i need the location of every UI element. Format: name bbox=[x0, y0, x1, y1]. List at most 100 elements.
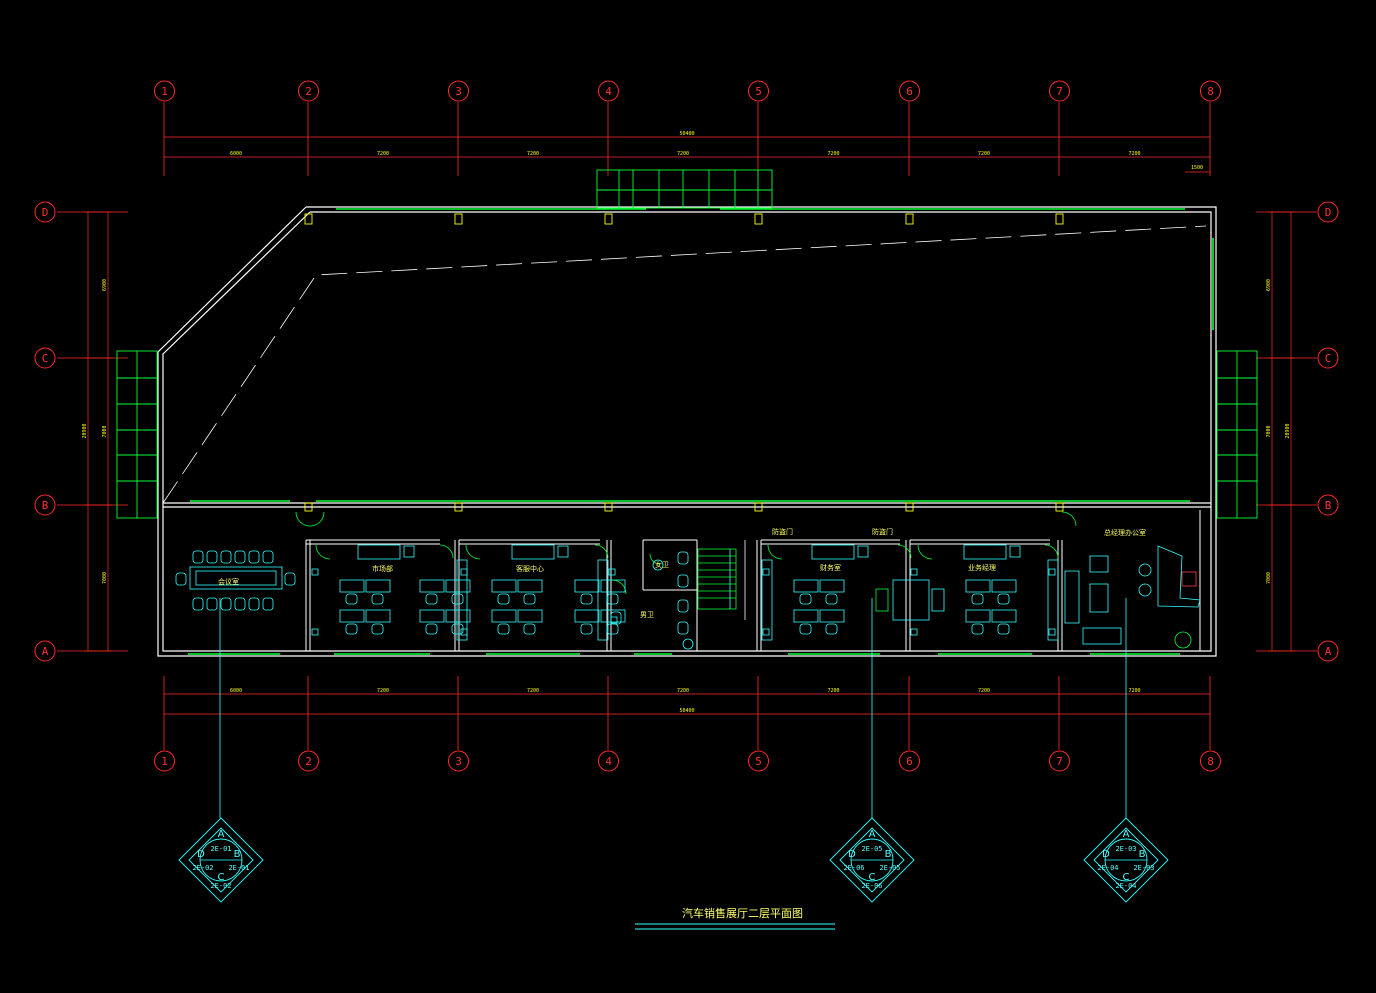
axis-label-col: 4 bbox=[605, 755, 612, 768]
sofa bbox=[811, 544, 855, 560]
sink bbox=[682, 638, 694, 650]
sofa bbox=[511, 544, 555, 560]
axis-bubble-col-5: 5 bbox=[748, 750, 769, 772]
desk bbox=[819, 579, 845, 593]
desk bbox=[600, 579, 626, 593]
room-label-marketing: 市场部 bbox=[372, 564, 393, 573]
outlet bbox=[610, 616, 618, 624]
axis-bubble-col-4: 4 bbox=[598, 80, 619, 102]
chair bbox=[997, 593, 1010, 605]
chair bbox=[523, 623, 536, 635]
desk bbox=[965, 579, 991, 593]
structural-columns bbox=[304, 213, 1064, 512]
dim-top-segment: 7200 bbox=[677, 151, 689, 157]
chair bbox=[220, 550, 232, 564]
axis-label-col: 8 bbox=[1207, 85, 1214, 98]
desk bbox=[819, 609, 845, 623]
dim-top-segment: 7200 bbox=[527, 151, 539, 157]
axis-bubble-row-C: C bbox=[1317, 347, 1339, 369]
elevation-tag-c: C bbox=[1123, 872, 1130, 883]
axis-bubble-col-3: 3 bbox=[448, 750, 469, 772]
chair bbox=[425, 593, 438, 605]
column bbox=[304, 502, 313, 512]
desk bbox=[445, 609, 471, 623]
chair bbox=[580, 593, 593, 605]
gm-chair bbox=[1181, 571, 1197, 587]
left-canopy bbox=[116, 350, 158, 519]
column bbox=[905, 213, 914, 225]
room-labels: 会议室 市场部 客服中心 女卫 男卫 财务室 业务经理 总经理办公室 防盗门 防… bbox=[218, 527, 1146, 619]
dim-bottom-total: 50400 bbox=[679, 708, 694, 714]
chair bbox=[234, 550, 246, 564]
axis-label-col: 4 bbox=[605, 85, 612, 98]
exterior-walls bbox=[157, 206, 1217, 657]
axis-bubble-col-6: 6 bbox=[899, 750, 920, 772]
dim-left-total: 20900 bbox=[82, 423, 88, 438]
axis-label-col: 3 bbox=[455, 85, 462, 98]
desk bbox=[445, 579, 471, 593]
chair bbox=[497, 593, 510, 605]
tea-table bbox=[931, 588, 945, 612]
axis-label-col: 5 bbox=[755, 85, 762, 98]
dim-top-total: 50400 bbox=[679, 131, 694, 137]
outlet bbox=[608, 568, 616, 576]
outlet bbox=[1048, 568, 1056, 576]
dim-bottom-segment: 7200 bbox=[677, 688, 689, 694]
chair bbox=[206, 597, 218, 611]
chair bbox=[523, 593, 536, 605]
outlet bbox=[1048, 628, 1056, 636]
desk bbox=[339, 609, 365, 623]
dim-bottom-segment: 6000 bbox=[230, 688, 242, 694]
furniture bbox=[175, 544, 1201, 650]
chair bbox=[580, 623, 593, 635]
chair bbox=[825, 623, 838, 635]
chair bbox=[451, 593, 464, 605]
room-label-finance: 财务室 bbox=[820, 563, 841, 572]
desk bbox=[419, 609, 445, 623]
outlet bbox=[910, 628, 918, 636]
column bbox=[604, 502, 613, 512]
filing-cabinet bbox=[456, 559, 468, 641]
desk bbox=[600, 609, 626, 623]
chair bbox=[825, 593, 838, 605]
column bbox=[454, 213, 463, 225]
elevation-tag-e: 2E-05 bbox=[879, 864, 900, 872]
elevation-tag-a: A bbox=[218, 829, 225, 840]
axis-bubble-col-4: 4 bbox=[598, 750, 619, 772]
dim-top-segment: 7200 bbox=[1128, 151, 1140, 157]
chair bbox=[262, 597, 274, 611]
toilet bbox=[677, 599, 689, 613]
toilet bbox=[677, 621, 689, 635]
axis-label-row: D bbox=[1325, 206, 1332, 219]
filing-cabinet bbox=[597, 559, 609, 641]
outlet bbox=[762, 568, 770, 576]
chair bbox=[345, 623, 358, 635]
axis-label-col: 2 bbox=[305, 85, 312, 98]
axis-bubble-col-2: 2 bbox=[298, 80, 319, 102]
visitor-chair bbox=[1138, 583, 1152, 597]
chair bbox=[175, 572, 187, 586]
room-label-service: 客服中心 bbox=[516, 564, 544, 573]
dim-top-segment: 6000 bbox=[230, 151, 242, 157]
desk bbox=[517, 609, 543, 623]
chair bbox=[606, 593, 619, 605]
axis-bubble-col-1: 1 bbox=[154, 750, 175, 772]
axis-bubble-row-D: D bbox=[34, 201, 56, 223]
room-label-gm-office: 总经理办公室 bbox=[1104, 528, 1146, 537]
axis-label-row: C bbox=[42, 352, 49, 365]
drawing-title: 汽车销售展厅二层平面图 bbox=[635, 906, 835, 930]
chair bbox=[799, 623, 812, 635]
dim-bottom-segment: 7200 bbox=[527, 688, 539, 694]
gm-desk bbox=[1157, 545, 1201, 608]
chair bbox=[425, 623, 438, 635]
axis-grid-lines bbox=[57, 102, 1317, 750]
toilet bbox=[677, 551, 689, 565]
elevation-tag-c: C bbox=[218, 872, 225, 883]
dim-bottom-segment: 7200 bbox=[377, 688, 389, 694]
axis-label-col: 5 bbox=[755, 755, 762, 768]
column bbox=[905, 502, 914, 512]
desk bbox=[574, 609, 600, 623]
